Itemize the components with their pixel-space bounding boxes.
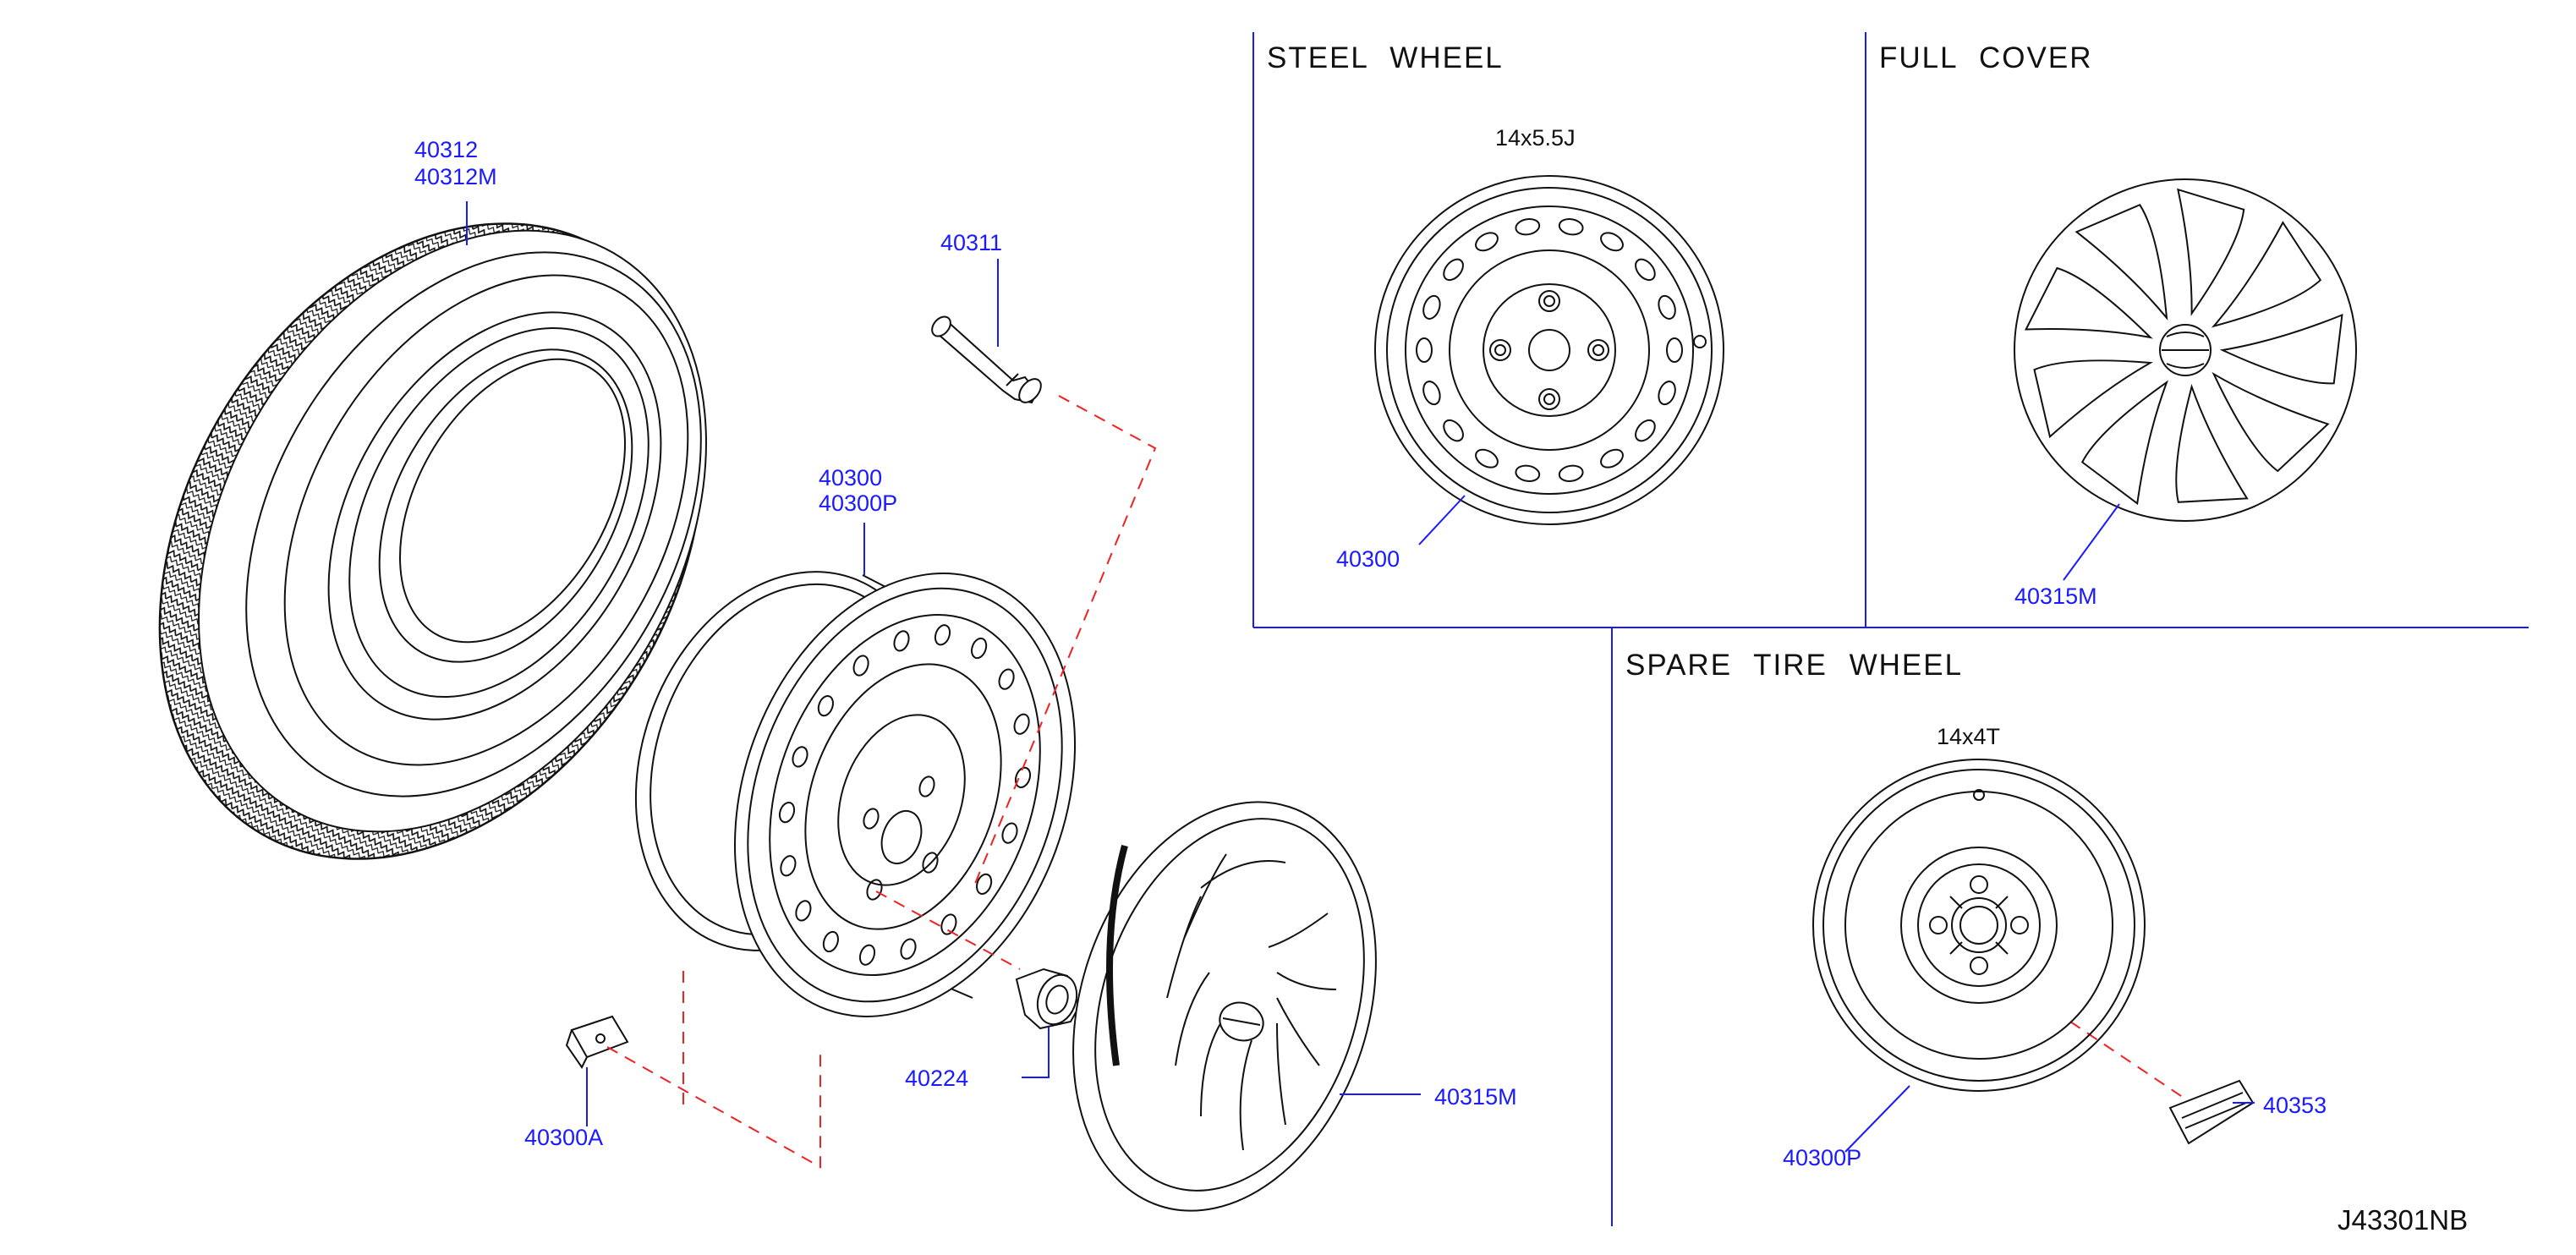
- vent-hole: [1475, 448, 1499, 469]
- wheel-part-number-alt: 40300P: [819, 490, 897, 516]
- vent-hole: [858, 944, 876, 966]
- vent-hole: [792, 746, 808, 768]
- full-cover-front-view: [2014, 178, 2357, 522]
- vent-hole: [976, 873, 993, 896]
- vent-hole: [934, 624, 951, 646]
- steel-wheel: [634, 571, 1077, 1017]
- vent-hole: [1515, 464, 1541, 482]
- vent-hole: [1658, 294, 1676, 320]
- vent-hole: [852, 655, 869, 677]
- full-cover-heading: FULL COVER: [1879, 41, 2092, 74]
- wheel-nut: [1015, 967, 1081, 1030]
- steel-wheel-leader: [1418, 495, 1466, 545]
- vent-hole: [1001, 822, 1018, 844]
- vent-hole: [1475, 232, 1499, 252]
- diagram-code: J43301NB: [2338, 1204, 2468, 1236]
- cover-spoke: [2033, 359, 2154, 439]
- vent-hole: [780, 855, 797, 877]
- spare-wheel-part-number: 40300P: [1783, 1145, 1861, 1170]
- cover-part-number: 40315M: [1434, 1084, 1517, 1110]
- vent-hole: [998, 668, 1015, 690]
- spare-wheel-size: 14x4T: [1937, 724, 2000, 749]
- tire: [158, 222, 707, 860]
- spare-wheel-leader: [1844, 1085, 1910, 1153]
- steel-wheel-part-number: 40300: [1336, 546, 1400, 572]
- vent-hole: [795, 900, 812, 922]
- nut-part-number: 40224: [905, 1066, 968, 1091]
- vent-hole: [778, 801, 796, 824]
- vent-hole: [971, 637, 988, 660]
- vent-hole: [1658, 381, 1676, 406]
- full-cover-part-number: 40315M: [2014, 584, 2097, 609]
- weight-part-number: 40300A: [524, 1125, 603, 1150]
- steel-wheel-size: 14x5.5J: [1495, 125, 1576, 151]
- vent-hole: [1635, 419, 1656, 442]
- vent-hole: [1422, 294, 1441, 320]
- vent-hole: [1013, 713, 1030, 735]
- cover-spoke: [2075, 203, 2168, 321]
- panel-frames: [1252, 32, 2529, 1226]
- vent-hole: [822, 930, 839, 953]
- vent-hole: [1515, 218, 1541, 236]
- spare-wheel-heading: SPARE TIRE WHEEL: [1625, 649, 1963, 682]
- spare-wheel-front-view: [1812, 759, 2146, 1092]
- cover-spoke: [2219, 313, 2343, 385]
- cover-spoke: [2175, 383, 2249, 503]
- vent-hole: [1635, 258, 1656, 282]
- full-cover-leader: [2063, 503, 2120, 581]
- vent-hole: [1600, 232, 1624, 252]
- valve: [931, 315, 1042, 404]
- wheel-vent-holes: [778, 624, 1032, 966]
- full-cover-spokes: [2024, 188, 2343, 506]
- vent-hole: [900, 938, 917, 960]
- balance-weight: [565, 1015, 629, 1069]
- vent-hole: [1443, 258, 1464, 282]
- valve-part-number: 40311: [940, 230, 1002, 255]
- cover-spoke: [2080, 380, 2169, 506]
- steel-wheel-vent-holes: [1416, 218, 1683, 482]
- vent-hole: [1422, 381, 1441, 406]
- vent-hole: [1416, 337, 1433, 363]
- vent-hole: [1014, 766, 1032, 789]
- vent-hole: [817, 694, 834, 717]
- cover-spoke: [2211, 221, 2322, 328]
- cover-spoke: [2212, 371, 2330, 473]
- vent-hole: [1558, 218, 1584, 236]
- cover-spoke: [2177, 188, 2245, 316]
- wheel-cover: [1072, 801, 1377, 1212]
- tire-part-number-alt: 40312M: [414, 164, 497, 189]
- spare-label-part-number: 40353: [2263, 1093, 2327, 1118]
- vent-hole: [1666, 337, 1683, 363]
- vent-hole: [1558, 464, 1584, 482]
- nut-leader: [1022, 1027, 1050, 1078]
- tire-part-number: 40312: [414, 137, 478, 162]
- vent-hole: [1600, 448, 1624, 469]
- wheel-part-number: 40300: [819, 465, 882, 490]
- vent-hole: [1443, 419, 1464, 442]
- steel-wheel-front-view: [1374, 175, 1724, 525]
- vent-hole: [940, 913, 957, 935]
- steel-wheel-heading: STEEL WHEEL: [1267, 41, 1504, 74]
- spare-label-sticker: [2168, 1079, 2255, 1145]
- vent-hole: [893, 630, 910, 652]
- cover-spoke: [2024, 266, 2153, 339]
